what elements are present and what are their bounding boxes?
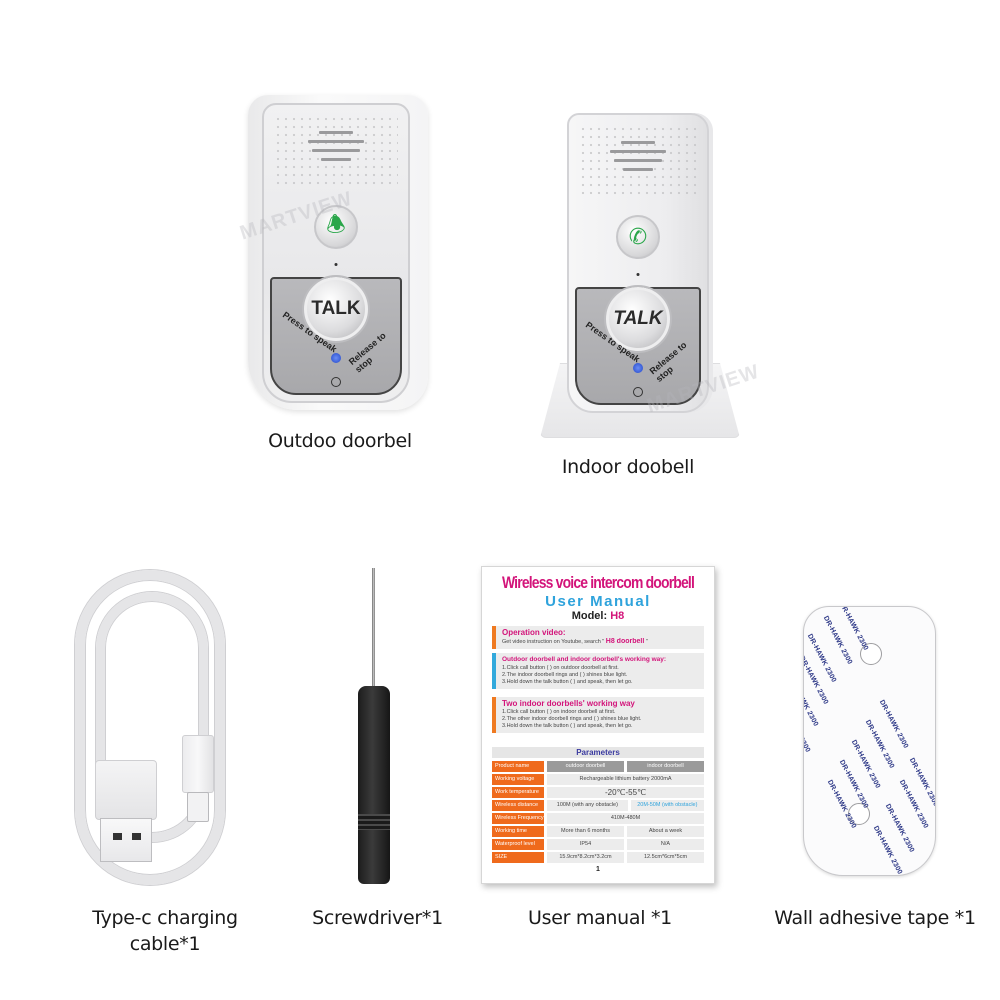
usb-c-cable-image bbox=[70, 570, 240, 885]
section-heading: Outdoor doorbell and indoor doorbell's w… bbox=[502, 656, 667, 663]
cable-label: Type-c charging cable*1 bbox=[70, 905, 260, 957]
section-line: 1.Click call button ( ) on indoor doorbe… bbox=[502, 709, 616, 715]
adhesive-tape-image: DR-HAWK 2300 DR-HAWK 2300 DR-HAWK 2300 D… bbox=[803, 606, 936, 876]
manual-section-video: Operation video: Get video instruction o… bbox=[492, 626, 704, 649]
bell-icon: 🕭 bbox=[314, 205, 358, 249]
usb-c-plug-icon bbox=[187, 792, 209, 822]
blue-led-icon bbox=[633, 363, 643, 373]
phone-icon: ✆ bbox=[616, 215, 660, 259]
model-value: H8 bbox=[610, 610, 625, 622]
model-label: Model: bbox=[571, 610, 608, 622]
outdoor-doorbell-label: Outdoo doorbel bbox=[268, 430, 412, 452]
usb-a-connector-body bbox=[95, 760, 157, 820]
indoor-doorbell-label: Indoor doobell bbox=[561, 456, 695, 478]
section-heading: Operation video: bbox=[502, 628, 566, 637]
section-line: 2.The other indoor doorbell rings and ( … bbox=[502, 716, 642, 722]
speaker-slots bbox=[306, 131, 366, 167]
manual-section-two-indoor: Two indoor doorbells' working way 1.Clic… bbox=[492, 697, 704, 733]
section-line: 3.Hold down the talk button ( ) and spea… bbox=[502, 679, 633, 685]
section-line: 1.Click call button ( ) on outdoor doorb… bbox=[502, 665, 619, 671]
cable-label-line1: Type-c charging bbox=[92, 907, 238, 929]
cable-loop-inner bbox=[96, 592, 208, 842]
usb-a-plug-icon bbox=[100, 818, 152, 862]
mode-icon bbox=[331, 377, 341, 387]
microphone-dot bbox=[334, 263, 338, 266]
section-line: 2.The indoor doorbell rings and ( ) shin… bbox=[502, 672, 628, 678]
screwdriver-image bbox=[355, 568, 395, 886]
tape-hole bbox=[848, 803, 870, 825]
outdoor-lower-panel bbox=[270, 277, 402, 395]
screwdriver-handle bbox=[358, 686, 390, 884]
cable-label-line2: cable*1 bbox=[129, 933, 201, 955]
section-line: Get video instruction on Youtube, search… bbox=[502, 638, 648, 645]
blue-led-icon bbox=[331, 353, 341, 363]
table-row: Work temperature-20℃-55℃ bbox=[492, 787, 704, 798]
manual-model: Model: H8 bbox=[492, 610, 704, 622]
microphone-dot bbox=[636, 273, 640, 276]
speaker-slots bbox=[608, 141, 668, 177]
section-heading: Two indoor doorbells' working way bbox=[502, 699, 635, 708]
talk-button: TALK bbox=[606, 287, 670, 351]
manual-title: Wireless voice intercom doorbell bbox=[501, 573, 695, 592]
indoor-doorbell-image: ✆ TALK Press to speak Release to stop MA… bbox=[535, 108, 762, 438]
manual-section-outdoor-indoor: Outdoor doorbell and indoor doorbell's w… bbox=[492, 653, 704, 689]
outdoor-doorbell-image: 🕭 TALK Press to speak Release to stop MA… bbox=[237, 95, 438, 410]
mode-icon bbox=[633, 387, 643, 397]
parameters-heading: Parameters bbox=[492, 747, 704, 758]
cable-loop-outer bbox=[75, 570, 225, 885]
usb-c-connector-body bbox=[182, 735, 214, 793]
section-line: 3.Hold down the talk button ( ) and spea… bbox=[502, 723, 633, 729]
user-manual-image: Wireless voice intercom doorbell User Ma… bbox=[481, 566, 715, 884]
screwdriver-shaft bbox=[372, 568, 375, 688]
talk-button: TALK bbox=[304, 277, 368, 341]
indoor-face-panel: ✆ TALK Press to speak Release to stop bbox=[567, 113, 709, 413]
tape-label: Wall adhesive tape *1 bbox=[774, 907, 976, 929]
manual-subtitle: User Manual bbox=[545, 593, 651, 610]
manual-label: User manual *1 bbox=[528, 907, 672, 929]
screwdriver-label: Screwdriver*1 bbox=[312, 907, 443, 929]
page-number: 1 bbox=[596, 866, 600, 873]
outdoor-face-panel: 🕭 TALK Press to speak Release to stop bbox=[262, 103, 410, 403]
tape-hole bbox=[860, 643, 882, 665]
